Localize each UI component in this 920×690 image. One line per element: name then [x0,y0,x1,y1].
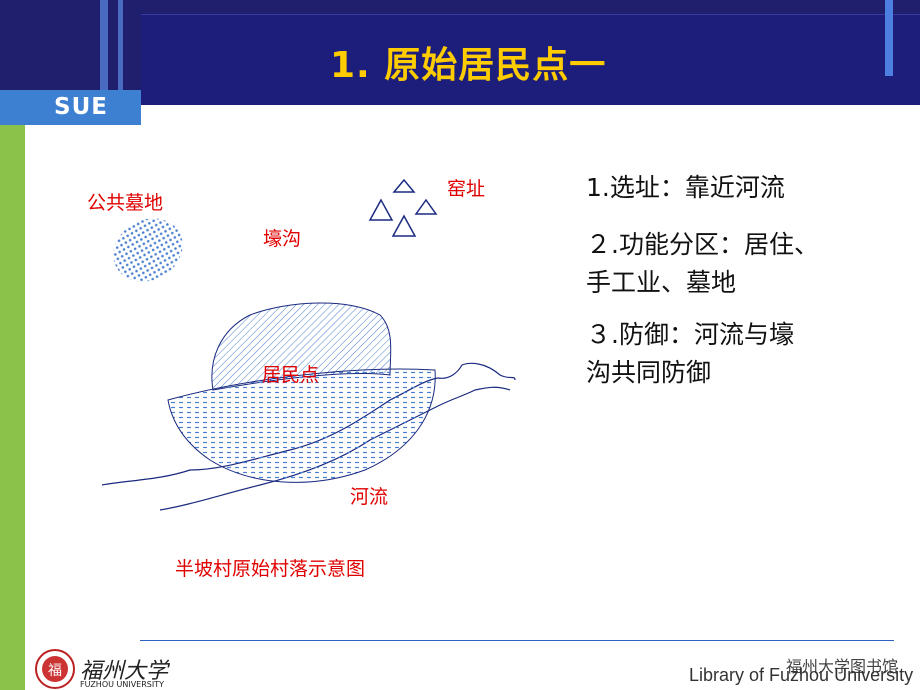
settlement-label: 居民点 [262,364,320,386]
moat-area [167,368,436,483]
library-name-en: Library of Fuzhou University [689,665,914,685]
slide-title: 1. 原始居民点一 [330,45,607,86]
point-site-selection: 1.选址：靠近河流 [586,173,785,202]
point-zoning-cont: 手工业、墓地 [586,268,737,297]
diagram-caption: 半坡村原始村落示意图 [175,558,366,580]
cemetery-label: 公共墓地 [87,192,164,214]
header-right-stripe [885,0,893,76]
sue-logo: SUE [54,94,108,120]
side-strip [0,125,25,690]
kiln-label: 窑址 [447,178,486,200]
point-defense-cont: 沟共同防御 [586,358,712,387]
kiln-triangle-icon [368,198,394,221]
moat-label: 壕沟 [263,228,302,250]
cemetery-area [113,218,183,282]
university-logo-en: FUZHOU UNIVERSITY [80,680,165,689]
library-name-cn: 福州大学图书馆 [786,657,899,676]
point-defense: ３.防御：河流与壕 [586,320,794,349]
header-stripe [100,0,108,105]
university-logo-text: 福州大学 [80,659,169,684]
kiln-triangle-icon [391,214,417,237]
settlement-diagram [101,178,516,511]
footer-divider [140,640,894,641]
river-label: 河流 [350,486,389,508]
logo-bar [0,90,141,125]
university-seal-icon: 福 [35,649,75,689]
point-zoning: ２.功能分区：居住、 [586,230,819,259]
svg-text:福: 福 [48,663,62,679]
header-stripe [118,0,123,105]
title-panel [141,14,920,105]
kiln-triangle-icon [392,178,416,193]
kiln-triangle-icon [414,198,438,215]
